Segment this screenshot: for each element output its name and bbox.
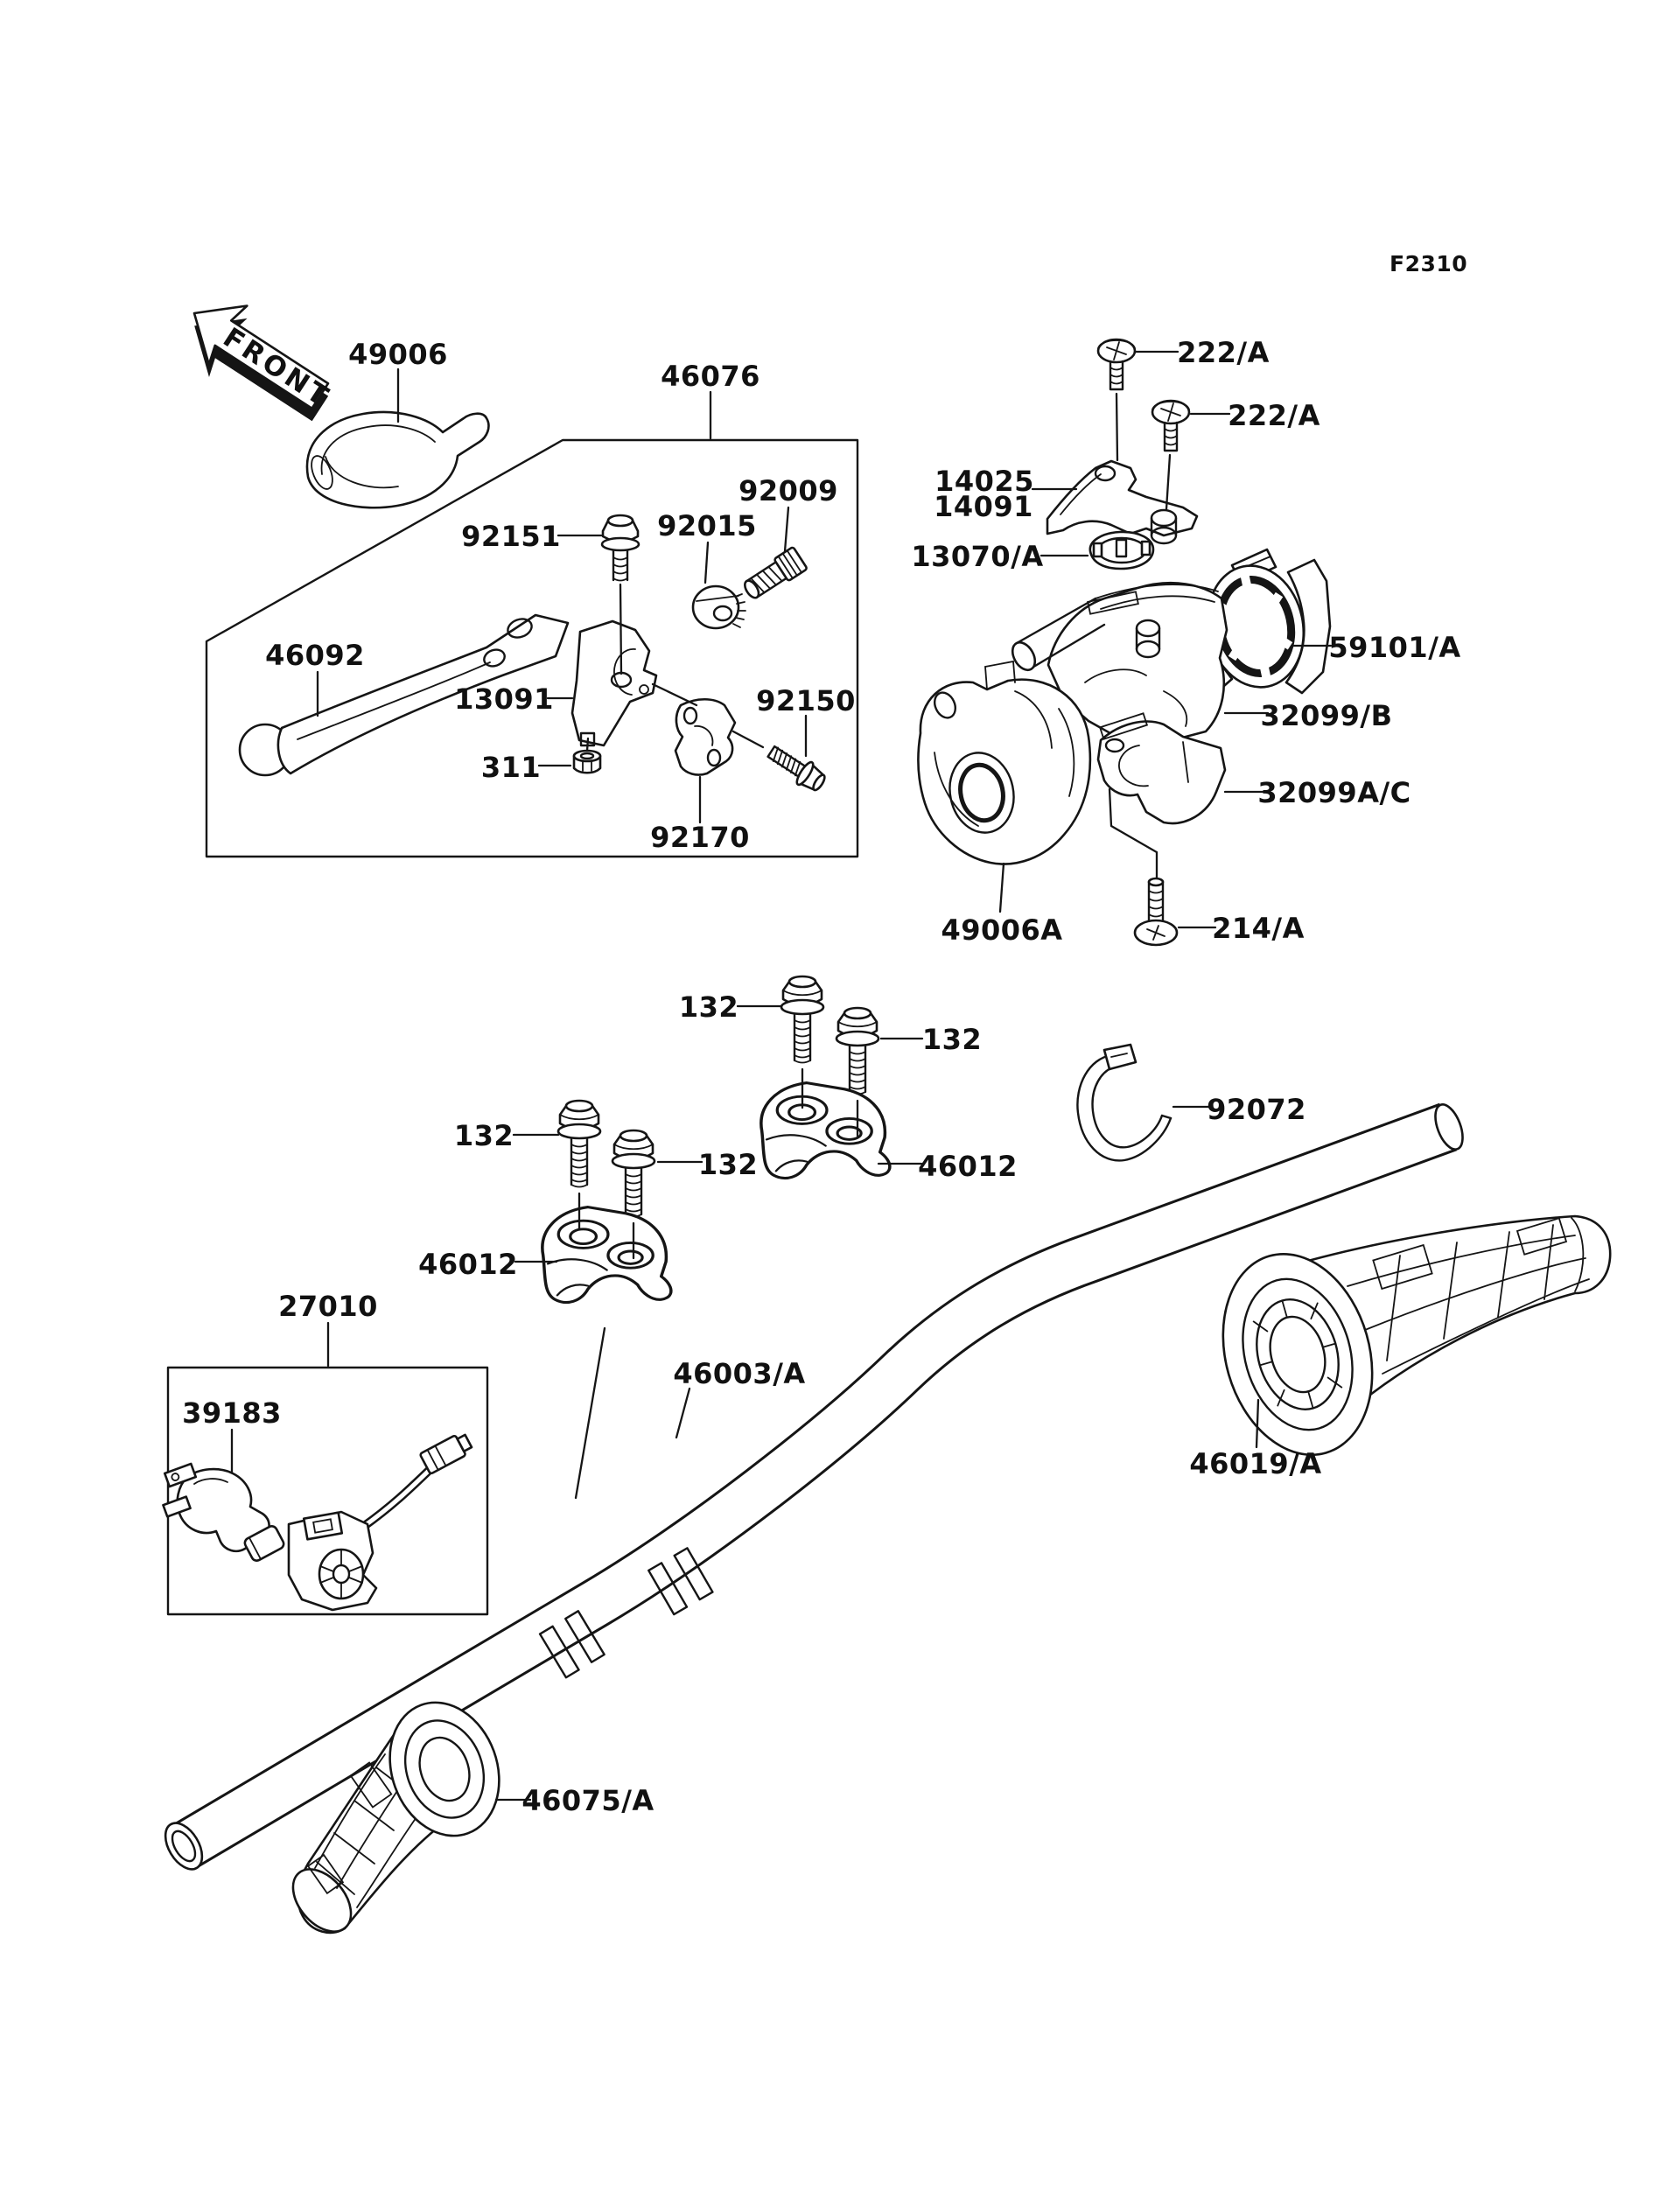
assembly-box-46076 bbox=[205, 438, 859, 858]
part-drawing-46003a-handlebar bbox=[164, 1102, 1464, 1871]
part-drawing-222a-screw-2 bbox=[1151, 399, 1191, 452]
part-label-132-3: 132 bbox=[454, 1119, 514, 1152]
part-label-27010: 27010 bbox=[278, 1290, 378, 1323]
part-drawing-27010-switch bbox=[287, 1433, 473, 1612]
part-drawing-214a-screw bbox=[1133, 877, 1179, 947]
part-label-32099ac: 32099A/C bbox=[1257, 776, 1410, 809]
part-label-14091: 14091 bbox=[934, 490, 1033, 523]
part-labels: F2310 49006 46076 92151 92015 92009 4609… bbox=[182, 251, 1467, 1817]
part-label-92151: 92151 bbox=[461, 520, 561, 553]
part-drawing-92009-adjuster-bolt bbox=[744, 546, 808, 599]
part-label-222a-2: 222/A bbox=[1228, 399, 1320, 432]
handlebar-knurl-right bbox=[648, 1547, 714, 1616]
part-label-46019a: 46019/A bbox=[1189, 1447, 1321, 1480]
part-drawing-132-bolt-3 bbox=[556, 1099, 602, 1188]
front-direction-arrow: FRONT bbox=[192, 304, 336, 422]
part-drawing-49006a-cover bbox=[917, 660, 1092, 865]
part-label-132-2: 132 bbox=[922, 1023, 982, 1056]
part-label-49006: 49006 bbox=[348, 338, 448, 371]
assembly-box-27010 bbox=[166, 1366, 489, 1616]
part-drawing-32099ac-lower-housing bbox=[1096, 712, 1227, 825]
part-label-46012-left: 46012 bbox=[418, 1248, 518, 1281]
part-label-311: 311 bbox=[481, 751, 541, 784]
part-drawing-132-bolt-1 bbox=[780, 975, 825, 1064]
part-label-214a: 214/A bbox=[1212, 912, 1305, 945]
part-drawing-39183-clamp bbox=[162, 1462, 285, 1562]
part-label-222a-1: 222/A bbox=[1177, 336, 1270, 369]
part-drawing-132-bolt-4 bbox=[611, 1129, 656, 1218]
part-drawing-46012-clamp-left bbox=[541, 1205, 673, 1305]
part-label-59101a: 59101/A bbox=[1328, 631, 1460, 664]
part-drawing-92151-bolt bbox=[600, 514, 640, 582]
part-label-92170: 92170 bbox=[650, 821, 750, 854]
part-label-13091: 13091 bbox=[454, 682, 554, 716]
part-label-46076: 46076 bbox=[661, 360, 760, 393]
part-label-92009: 92009 bbox=[738, 474, 838, 507]
part-drawing-132-bolt-2 bbox=[835, 1006, 880, 1095]
part-drawing-46012-clamp-right bbox=[760, 1081, 892, 1180]
part-drawing-92170-clamp-half bbox=[674, 697, 737, 776]
part-drawing-49006-dust-cover bbox=[305, 410, 490, 509]
part-drawing-311-nut bbox=[572, 749, 602, 774]
leader-lines bbox=[230, 350, 1333, 1802]
part-label-92150: 92150 bbox=[756, 684, 856, 717]
part-label-92015: 92015 bbox=[657, 509, 757, 542]
part-label-13070a: 13070/A bbox=[911, 540, 1043, 573]
part-drawing-46092-lever bbox=[238, 613, 570, 777]
part-drawing-46019a-throttle-grip bbox=[1222, 1214, 1612, 1457]
part-drawing-222a-screw-1 bbox=[1096, 338, 1137, 391]
part-drawing-59101a-bracket bbox=[1206, 548, 1332, 695]
part-label-92072: 92072 bbox=[1207, 1093, 1306, 1126]
part-label-46075a: 46075/A bbox=[522, 1784, 654, 1817]
part-label-46003a: 46003/A bbox=[673, 1357, 805, 1390]
part-drawing-92072-band bbox=[1076, 1043, 1172, 1162]
part-label-132-1: 132 bbox=[679, 990, 738, 1024]
part-label-39183: 39183 bbox=[182, 1396, 282, 1430]
figure-code-label: F2310 bbox=[1390, 251, 1467, 276]
part-label-46012-right: 46012 bbox=[918, 1150, 1018, 1183]
part-drawing-13070a-guide bbox=[1088, 530, 1155, 570]
part-label-14025: 14025 bbox=[934, 465, 1034, 498]
part-label-49006a: 49006A bbox=[941, 913, 1062, 947]
part-drawing-13091-holder bbox=[570, 619, 658, 747]
part-drawing-92015-adjuster bbox=[691, 584, 746, 630]
part-label-46092: 46092 bbox=[265, 639, 365, 672]
part-label-32099b: 32099/B bbox=[1261, 699, 1393, 732]
part-drawing-92150-bolt bbox=[766, 745, 826, 792]
handlebar-knurl-left bbox=[538, 1610, 606, 1679]
part-drawing-46075a-left-grip bbox=[291, 1701, 500, 1935]
part-drawing-32099b-upper-housing bbox=[1011, 581, 1228, 742]
part-label-132-4: 132 bbox=[698, 1148, 758, 1181]
